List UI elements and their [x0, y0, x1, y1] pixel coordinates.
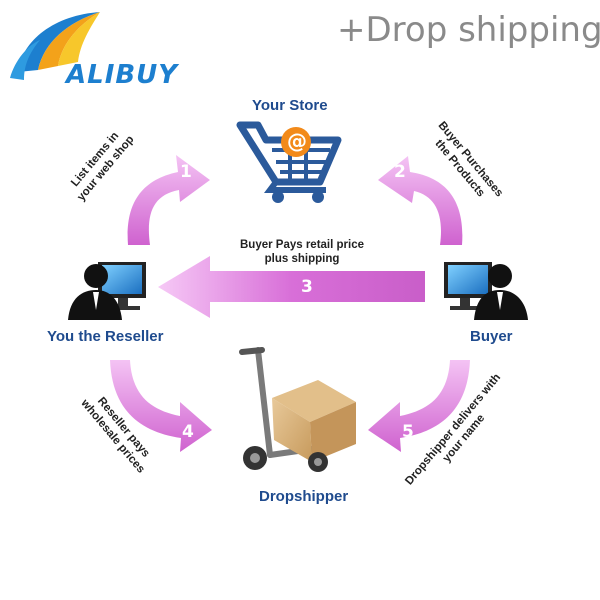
step-3-number: 3: [301, 277, 313, 297]
step-4-arrow: [110, 360, 212, 452]
step-1-arrow: [127, 155, 210, 245]
page-title: +Drop shipping: [337, 10, 600, 50]
step-2-number: 2: [394, 162, 406, 182]
reseller-label: You the Reseller: [47, 328, 164, 345]
buyer-label: Buyer: [470, 328, 513, 345]
store-label: Your Store: [252, 97, 328, 114]
logo-text: ALIBUY: [66, 60, 179, 90]
step-4-number: 4: [182, 422, 194, 442]
step-1-number: 1: [180, 162, 192, 182]
step-2-arrow: [378, 156, 463, 245]
step-3-text: Buyer Pays retail price plus shipping: [222, 238, 382, 266]
step-3-line-1: Buyer Pays retail price: [239, 239, 364, 251]
reseller-computer-icon: [68, 262, 146, 320]
dropshipper-label: Dropshipper: [259, 488, 349, 505]
step-3-line-2: plus shipping: [264, 253, 340, 265]
hand-truck-box-icon: [239, 347, 356, 472]
at-symbol: @: [287, 129, 307, 153]
shopping-cart-icon: [236, 121, 342, 203]
step-3-arrow: [158, 256, 425, 318]
logo-swoosh-icon: [10, 12, 100, 80]
buyer-computer-icon: [444, 262, 528, 320]
step-5-number: 5: [402, 422, 414, 442]
step-5-arrow: [368, 360, 470, 452]
